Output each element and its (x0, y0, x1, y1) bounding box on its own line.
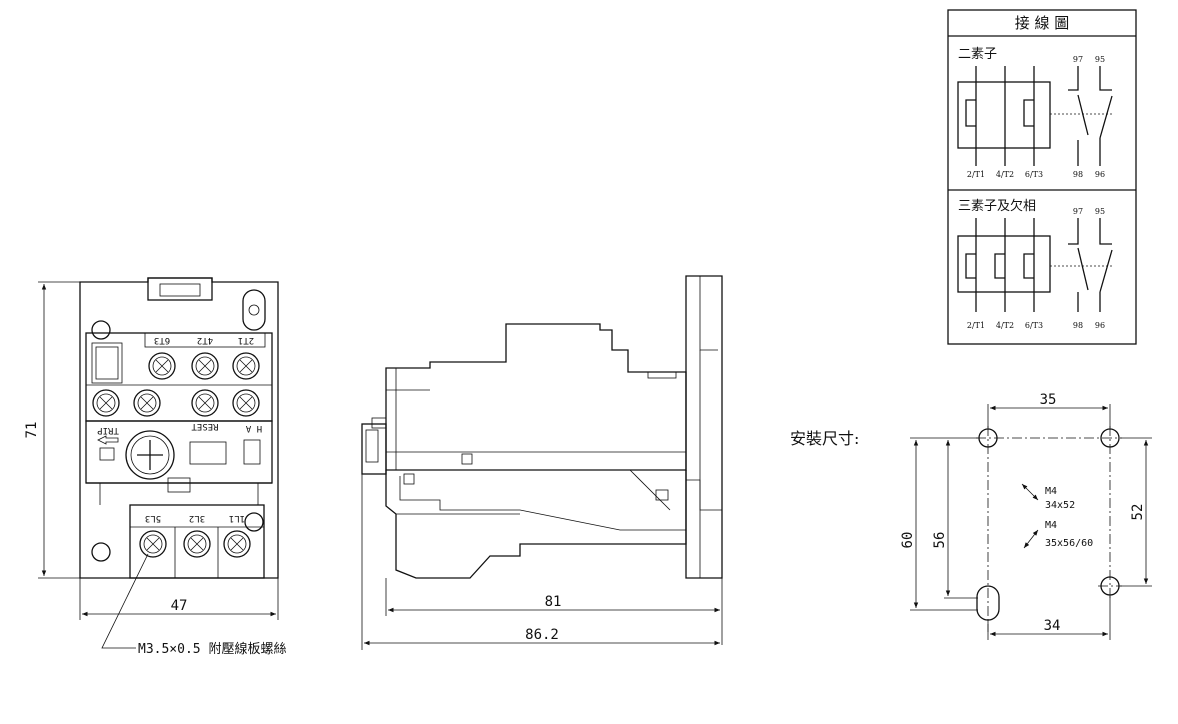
screw-note: M3.5×0.5 附壓線板螺絲 (138, 641, 286, 657)
top-terminal-label: 2T1 (238, 335, 254, 345)
dim-height-71: 71 (24, 422, 40, 439)
top-terminal-label: 6T3 (154, 335, 170, 345)
two-element-label: 二素子 (958, 47, 997, 62)
terminal-label: 2/T1 (967, 170, 985, 179)
three-element-label: 三素子及欠相 (958, 198, 1036, 214)
wiring-diagram-box: 接 線 圖 二素子 97 95 2/T1 4/T2 6/T3 98 96 (947, 9, 1137, 345)
screw-callout-2: M4 (1045, 520, 1057, 531)
mounting-label: 安裝尺寸: (790, 429, 859, 448)
wiring-title: 接 線 圖 (1015, 14, 1070, 32)
dim-mount-35: 35 (1040, 392, 1057, 408)
aux-bottom-98: 98 (1073, 321, 1083, 330)
aux-bottom-96: 96 (1095, 170, 1105, 179)
side-view: 81 86.2 (361, 275, 723, 650)
front-view: 6T3 4T2 2T1 TRIP RESET H A 5L3 3 (24, 277, 286, 657)
screw-note-leader (101, 553, 149, 649)
terminal-label: 6/T3 (1025, 170, 1043, 179)
bottom-terminal-label: 3L2 (189, 513, 205, 523)
trip-label: TRIP (97, 425, 119, 435)
terminal-label: 6/T3 (1025, 321, 1043, 330)
two-element-section: 二素子 97 95 2/T1 4/T2 6/T3 98 96 (957, 47, 1113, 179)
aux-bottom-96: 96 (1095, 321, 1105, 330)
mounting-dimensions: 安裝尺寸: 35 34 60 56 52 (790, 392, 1152, 640)
adjustment-dial (125, 430, 175, 480)
top-terminal-label: 4T2 (197, 335, 213, 345)
terminal-label: 4/T2 (996, 321, 1014, 330)
reset-label: RESET (191, 421, 219, 431)
ha-label: H A (245, 423, 262, 433)
bottom-terminal-label: 1L1 (229, 513, 245, 523)
dim-side-86-2: 86.2 (525, 627, 559, 643)
screw-callout-1-size: 34x52 (1045, 500, 1075, 511)
dim-mount-60: 60 (900, 532, 916, 549)
aux-top-95: 95 (1095, 207, 1105, 216)
aux-top-97: 97 (1073, 207, 1083, 216)
dim-mount-34: 34 (1044, 618, 1061, 634)
bottom-terminal-label: 5L3 (145, 513, 161, 523)
aux-top-97: 97 (1073, 55, 1083, 64)
aux-bottom-98: 98 (1073, 170, 1083, 179)
dim-mount-52: 52 (1130, 504, 1146, 521)
dim-width-47: 47 (171, 598, 188, 614)
aux-top-95: 95 (1095, 55, 1105, 64)
terminal-label: 4/T2 (996, 170, 1014, 179)
three-element-section: 三素子及欠相 97 95 2/T1 4/T2 6/T3 98 96 (957, 198, 1113, 330)
terminal-label: 2/T1 (967, 321, 985, 330)
screw-callout-2-size: 35x56/60 (1045, 538, 1093, 549)
screw-callout-1: M4 (1045, 486, 1057, 497)
dim-mount-56: 56 (932, 532, 948, 549)
dim-side-81: 81 (545, 594, 562, 610)
